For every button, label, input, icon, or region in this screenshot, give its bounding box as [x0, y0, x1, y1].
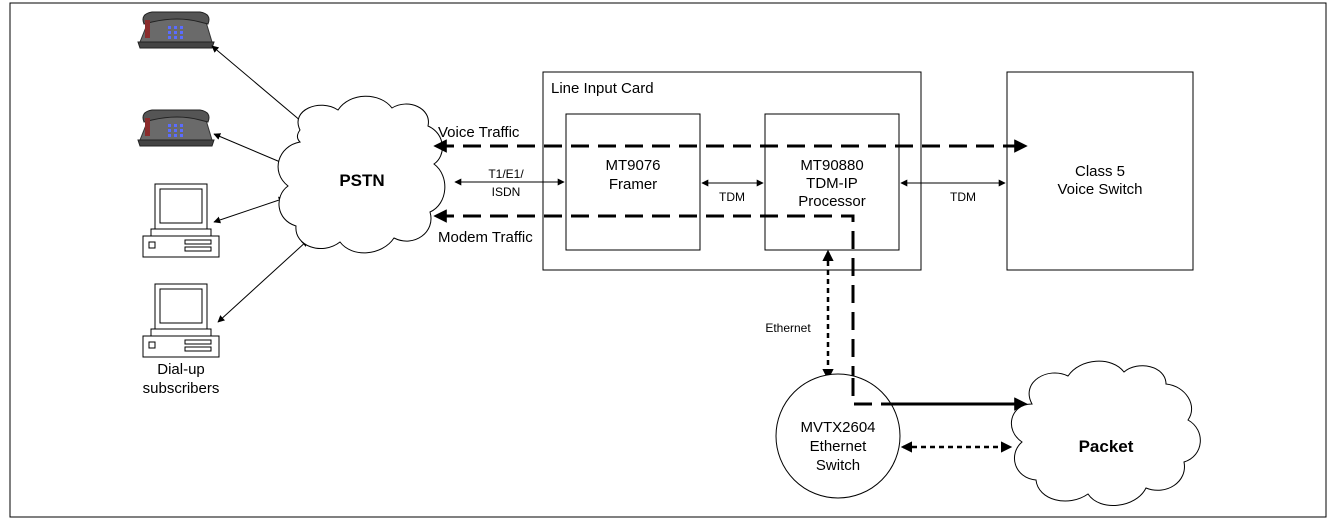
telephone-icon: [137, 109, 215, 147]
t1-e1-label: T1/E1/: [488, 167, 524, 181]
processor-line3: Processor: [798, 193, 866, 210]
dialup-caption-line2: subscribers: [143, 380, 220, 397]
line-input-card-label: Line Input Card: [551, 80, 654, 97]
phone2-pstn-link: [213, 133, 286, 165]
class5-line2: Voice Switch: [1057, 181, 1142, 198]
computer-icon: [142, 183, 220, 258]
packet-cloud: Packet: [1011, 360, 1201, 506]
pc1-pstn-link: [213, 196, 286, 224]
tdm-label-class5: TDM: [950, 190, 976, 204]
packet-label: Packet: [1079, 437, 1134, 456]
framer-line2: Framer: [609, 176, 657, 193]
computer-icon: [142, 283, 220, 358]
ethernet-switch-line1: MVTX2604: [800, 419, 875, 436]
class5-voice-switch-box: [1006, 71, 1194, 271]
telephone-icon: [137, 11, 215, 49]
voice-traffic-label: Voice Traffic: [438, 124, 520, 141]
framer-text-bg: [580, 152, 686, 176]
modem-traffic-path-overlay: [851, 378, 1025, 406]
outer-frame: [9, 2, 1327, 518]
framer-line1: MT9076: [605, 157, 660, 174]
modem-traffic-label: Modem Traffic: [438, 229, 533, 246]
ethernet-switch-circle: [775, 373, 901, 499]
dialup-caption-line1: Dial-up: [157, 361, 205, 378]
ethernet-switch-line2: Ethernet: [810, 438, 868, 455]
pstn-cloud: PSTN: [277, 95, 446, 254]
pc2-pstn-link: [217, 239, 309, 323]
processor-text-bg: [778, 152, 886, 210]
processor-line2: TDM-IP: [806, 175, 858, 192]
ethernet-label: Ethernet: [765, 321, 811, 335]
tdm-label-internal: TDM: [719, 190, 745, 204]
processor-line1: MT90880: [800, 157, 863, 174]
pstn-label: PSTN: [339, 171, 384, 190]
ethernet-switch-line3: Switch: [816, 457, 860, 474]
class5-line1: Class 5: [1075, 163, 1125, 180]
phone1-pstn-link: [211, 45, 309, 128]
isdn-label: ISDN: [492, 185, 521, 199]
